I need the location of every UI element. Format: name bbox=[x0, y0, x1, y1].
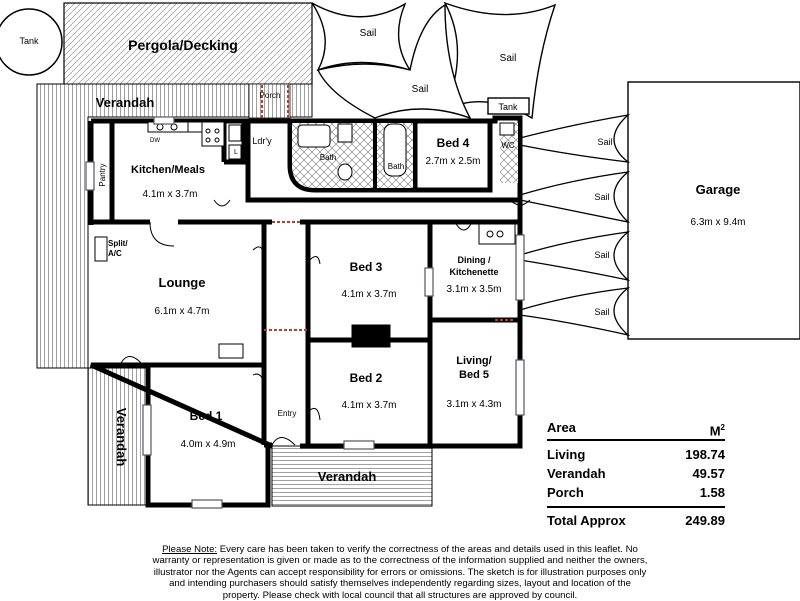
tank-top: Tank bbox=[0, 8, 63, 76]
verandah-top-label: Verandah bbox=[96, 95, 155, 110]
kitchen-dim: 4.1m x 3.7m bbox=[142, 189, 197, 200]
bed1-dim: 4.0m x 4.9m bbox=[180, 439, 235, 450]
lounge-label: Lounge bbox=[159, 275, 206, 290]
bed4-label: Bed 4 bbox=[437, 136, 470, 150]
verandah-bottom-label: Verandah bbox=[318, 469, 377, 484]
windows bbox=[85, 116, 525, 509]
laundry-l-label: L bbox=[234, 149, 238, 156]
bed1-label: Bed 1 bbox=[190, 409, 223, 423]
area-row-porch: Porch 1.58 bbox=[547, 485, 725, 500]
area-table-header: Area M2 bbox=[547, 418, 725, 441]
bath1-label: Bath bbox=[320, 153, 336, 162]
bed2-dim: 4.1m x 3.7m bbox=[341, 400, 396, 411]
sails-right: Sail Sail Sail Sail bbox=[519, 113, 631, 337]
area-header-label: Area bbox=[547, 420, 576, 435]
split-label-2: A/C bbox=[108, 249, 122, 258]
house-walls bbox=[88, 115, 523, 508]
bed3-label: Bed 3 bbox=[350, 260, 383, 274]
dining-label-1: Dining / bbox=[458, 255, 491, 265]
lounge-dim: 6.1m x 4.7m bbox=[154, 306, 209, 317]
split-label-1: Split/ bbox=[108, 239, 128, 248]
doors bbox=[119, 85, 531, 446]
garage-dim: 6.3m x 9.4m bbox=[690, 217, 745, 228]
tank-right: Tank bbox=[487, 97, 530, 115]
entry-label: Entry bbox=[278, 409, 297, 418]
laundry-label: Ldr'y bbox=[252, 136, 272, 146]
bed4-dim: 2.7m x 2.5m bbox=[425, 156, 480, 167]
living-label-1: Living/ bbox=[456, 355, 491, 367]
verandah-bottom: Verandah bbox=[271, 445, 433, 507]
living-dim: 3.1m x 4.3m bbox=[446, 399, 501, 410]
note-title: Please Note: bbox=[162, 544, 218, 555]
area-row-verandah: Verandah 49.57 bbox=[547, 466, 725, 481]
tank-top-label: Tank bbox=[19, 36, 39, 46]
area-header-unit: M2 bbox=[709, 423, 725, 439]
disclaimer-note: Please Note: Every care has been taken t… bbox=[150, 544, 650, 601]
dw-label: DW bbox=[150, 138, 160, 144]
wc-label: WC bbox=[501, 141, 515, 150]
area-row-living: Living 198.74 bbox=[547, 447, 725, 462]
tank-right-label: Tank bbox=[498, 102, 518, 112]
sail-label: Sail bbox=[360, 28, 377, 39]
sail-label: Sail bbox=[594, 192, 609, 202]
sail-label: Sail bbox=[412, 84, 429, 95]
sail-label: Sail bbox=[500, 53, 517, 64]
pantry-label: Pantry bbox=[98, 163, 107, 186]
dining-label-2: Kitchenette bbox=[449, 267, 498, 277]
bed2-label: Bed 2 bbox=[350, 371, 383, 385]
garage: Garage 6.3m x 9.4m bbox=[627, 81, 800, 340]
verandah-left: Verandah bbox=[87, 367, 147, 506]
sail-label: Sail bbox=[597, 137, 612, 147]
living-label-2: Bed 5 bbox=[459, 369, 489, 381]
pergola-decking: Pergola/Decking bbox=[63, 2, 313, 86]
note-text: Every care has been taken to verify the … bbox=[152, 544, 648, 601]
pergola-label: Pergola/Decking bbox=[128, 37, 238, 53]
dining-dim: 3.1m x 3.5m bbox=[446, 284, 501, 295]
verandah-left-label: Verandah bbox=[114, 408, 129, 467]
kitchen-label: Kitchen/Meals bbox=[131, 164, 205, 176]
sail-label: Sail bbox=[594, 307, 609, 317]
room-labels: Kitchen/Meals 4.1m x 3.7m Pantry DW Ldr'… bbox=[98, 136, 515, 450]
area-row-total: Total Approx 249.89 bbox=[547, 506, 725, 530]
bed3-dim: 4.1m x 3.7m bbox=[341, 289, 396, 300]
sail-label: Sail bbox=[594, 250, 609, 260]
sails-top: Sail Sail Sail bbox=[311, 1, 557, 120]
fixtures bbox=[94, 121, 516, 359]
bath2-label: Bath bbox=[388, 162, 404, 171]
garage-label: Garage bbox=[696, 182, 741, 197]
porch: Porch bbox=[248, 83, 291, 119]
porch-label: Porch bbox=[260, 91, 281, 100]
floor-plan: Tank Pergola/Decking Sail Sail Sail Tank… bbox=[0, 1, 800, 509]
area-table: Area M2 Living 198.74 Verandah 49.57 Por… bbox=[547, 418, 725, 530]
